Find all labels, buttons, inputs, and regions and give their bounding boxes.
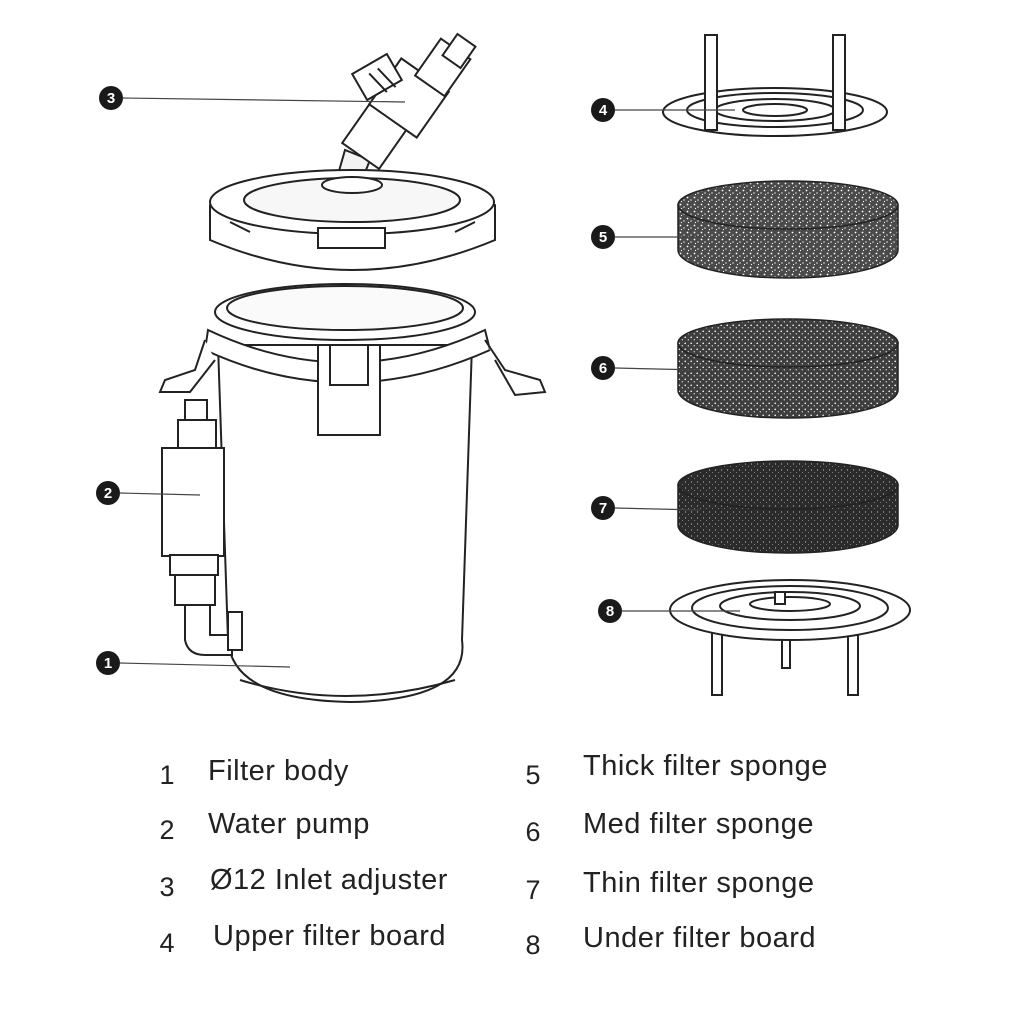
svg-text:1: 1 <box>104 655 112 672</box>
inlet-adjuster <box>333 32 477 186</box>
filter-exploded-diagram: 1 2 3 4 5 6 7 8 <box>96 32 911 704</box>
thin-filter-sponge <box>677 460 899 554</box>
legend-number-3: 3 <box>159 872 175 902</box>
svg-text:6: 6 <box>599 360 607 377</box>
svg-text:2: 2 <box>104 485 112 502</box>
legend-label-1: Filter body <box>208 755 349 787</box>
callout-badge-4: 4 <box>591 98 615 122</box>
callout-badge-8: 8 <box>598 599 622 623</box>
legend-number-2: 2 <box>159 815 175 845</box>
svg-text:4: 4 <box>599 102 608 119</box>
callout-badge-7: 7 <box>591 496 615 520</box>
legend-number-1: 1 <box>159 760 175 790</box>
legend-number-5: 5 <box>525 760 541 790</box>
legend-number-7: 7 <box>525 875 541 905</box>
callout-badge-6: 6 <box>591 356 615 380</box>
med-filter-sponge <box>677 318 899 419</box>
filter-lid <box>209 169 496 271</box>
svg-text:3: 3 <box>107 90 115 107</box>
svg-text:7: 7 <box>599 500 607 517</box>
callout-badge-2: 2 <box>96 481 120 505</box>
svg-text:8: 8 <box>606 603 614 620</box>
legend-number-8: 8 <box>525 930 541 960</box>
legend-label-4: Upper filter board <box>213 920 447 952</box>
legend-number-6: 6 <box>525 817 541 847</box>
callout-badge-5: 5 <box>591 225 615 249</box>
legend-label-6: Med filter sponge <box>583 808 814 840</box>
callout-badge-1: 1 <box>96 651 120 675</box>
upper-filter-board <box>662 34 888 137</box>
legend-label-7: Thin filter sponge <box>583 867 815 899</box>
under-filter-board <box>669 579 911 696</box>
legend-number-4: 4 <box>159 928 175 958</box>
water-pump <box>161 399 243 656</box>
svg-text:5: 5 <box>599 229 607 246</box>
legend-label-2: Water pump <box>208 808 370 840</box>
legend-label-8: Under filter board <box>583 922 817 954</box>
callout-badge-3: 3 <box>99 86 123 110</box>
callout-leaders <box>119 97 740 668</box>
thick-filter-sponge <box>677 180 899 279</box>
legend-label-5: Thick filter sponge <box>583 750 828 782</box>
filter-body <box>158 283 547 704</box>
legend-label-3: Ø12 Inlet adjuster <box>210 864 448 896</box>
